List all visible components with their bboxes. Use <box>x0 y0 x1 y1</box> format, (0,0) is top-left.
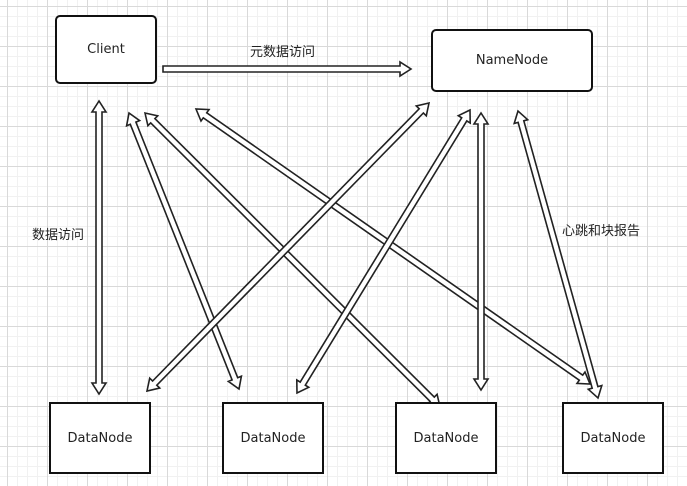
arrow-client-to-namenode <box>162 60 413 78</box>
arrow-namenode-datanode-2 <box>295 108 472 395</box>
datanode-2: DataNode <box>222 402 324 474</box>
datanode-2-label: DataNode <box>240 430 306 446</box>
arrow-namenode-datanode-3 <box>472 111 490 392</box>
datanode-3-label: DataNode <box>413 430 479 446</box>
namenode-label: NameNode <box>475 53 549 68</box>
arrow-namenode-datanode-4 <box>513 109 603 400</box>
namenode-node: NameNode <box>431 29 593 92</box>
arrow-client-datanode-1 <box>90 99 108 396</box>
client-label: Client <box>87 42 125 57</box>
datanode-1-label: DataNode <box>67 430 133 446</box>
datanode-1: DataNode <box>49 402 151 474</box>
data-access-label: 数据访问 <box>32 228 85 243</box>
client-node: Client <box>55 15 157 84</box>
datanode-4-label: DataNode <box>580 430 646 446</box>
arrow-namenode-datanode-1 <box>145 101 431 393</box>
arrow-client-datanode-4 <box>194 108 592 385</box>
datanode-4: DataNode <box>562 402 664 474</box>
datanode-3: DataNode <box>395 402 497 474</box>
metadata-access-label: 元数据访问 <box>250 45 316 60</box>
heartbeat-block-report-label: 心跳和块报告 <box>562 224 641 239</box>
